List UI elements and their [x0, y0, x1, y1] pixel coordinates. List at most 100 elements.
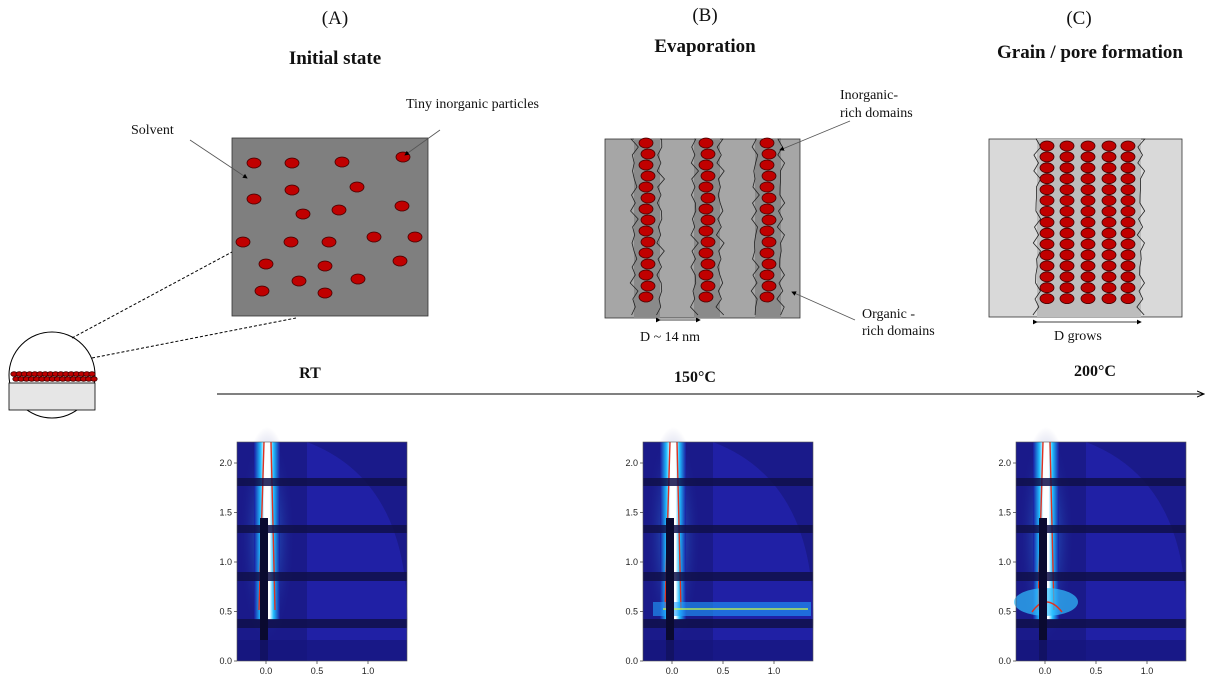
particle [638, 181, 654, 193]
domain-boundary [715, 138, 725, 316]
particle [1101, 216, 1117, 228]
particle [1120, 184, 1136, 196]
particle [1059, 282, 1075, 294]
particle [1080, 151, 1096, 163]
particle [366, 231, 382, 243]
detector-gap [237, 525, 407, 533]
particle [1039, 260, 1055, 272]
panel-b-domains [629, 137, 786, 318]
particle [1120, 260, 1136, 272]
particle [638, 247, 654, 259]
particle [395, 151, 411, 163]
particle [1120, 293, 1136, 305]
domain-boundary [629, 138, 639, 316]
particle [1080, 140, 1096, 152]
particle [1059, 238, 1075, 250]
plot-frame [1015, 441, 1187, 662]
particle [700, 280, 716, 292]
x-tick-label: 1.0 [1141, 666, 1154, 676]
particle [1059, 162, 1075, 174]
x-tick-label: 0.5 [717, 666, 730, 676]
particle [317, 260, 333, 272]
particle [759, 181, 775, 193]
detector-arc [1086, 442, 1187, 661]
particle [1080, 238, 1096, 250]
particle [761, 148, 777, 160]
particle [1039, 271, 1055, 283]
particle [759, 159, 775, 171]
panel-c-diagram [988, 138, 1183, 325]
particle [640, 148, 656, 160]
particle [1080, 205, 1096, 217]
particle [1039, 227, 1055, 239]
domain-boundary [656, 138, 666, 316]
particle [1039, 205, 1055, 217]
panel-c-letter: (C) [1066, 8, 1092, 29]
panel-b-letter: (B) [692, 5, 718, 26]
particle [1101, 151, 1117, 163]
particle [258, 258, 274, 270]
detector-gap [643, 619, 813, 628]
particle [1101, 271, 1117, 283]
particle [1101, 184, 1117, 196]
intensity-contour [270, 441, 276, 611]
y-tick-label: 0.5 [998, 607, 1011, 617]
particle [1059, 140, 1075, 152]
domain-boundary [1032, 138, 1042, 316]
horizon-shadow [1016, 640, 1186, 661]
y-tick-label: 1.0 [625, 557, 638, 567]
particle [1059, 173, 1075, 185]
particle [1059, 195, 1075, 206]
particle [700, 236, 716, 248]
organic-label-line2: rich domains [862, 324, 935, 339]
particle [698, 203, 714, 215]
particle [1059, 293, 1075, 305]
d-grows-label: D grows [1054, 329, 1102, 344]
detector-gap [1016, 572, 1186, 581]
particle [1039, 249, 1055, 261]
particle [1039, 184, 1055, 196]
particle [759, 291, 775, 303]
particle [1080, 249, 1096, 261]
beamstop [260, 518, 268, 661]
particle [1101, 227, 1117, 239]
y-tick-label: 1.0 [998, 557, 1011, 567]
particle [334, 156, 350, 168]
x-tick-label: 0.0 [260, 666, 273, 676]
panel-a-diagram [189, 129, 441, 317]
detector-gap [237, 478, 407, 486]
particle [1120, 162, 1136, 174]
particle [1101, 162, 1117, 174]
x-tick-label: 1.0 [362, 666, 375, 676]
particle [1120, 151, 1136, 163]
particle [1059, 205, 1075, 217]
particle [761, 280, 777, 292]
particle [759, 247, 775, 259]
intensity-contour [676, 441, 682, 611]
beamstop [666, 518, 674, 661]
detector-gap [643, 525, 813, 533]
particle [1101, 249, 1117, 261]
particle [1039, 238, 1055, 250]
particle [638, 225, 654, 237]
particle [1080, 173, 1096, 185]
particle [698, 225, 714, 237]
particle [1120, 195, 1136, 206]
particle [90, 376, 98, 382]
panel-b-title: Evaporation [654, 36, 756, 57]
y-tick-label: 2.0 [219, 458, 232, 468]
temp-200: 200°C [1074, 363, 1116, 380]
panel-a-letter: (A) [321, 8, 349, 29]
x-tick-label: 0.5 [311, 666, 324, 676]
particle [761, 192, 777, 204]
particle [1039, 293, 1055, 305]
particle [1120, 216, 1136, 228]
particle [1039, 162, 1055, 174]
particle [700, 170, 716, 182]
particle [1080, 282, 1096, 294]
particle [1120, 271, 1136, 283]
particle [1101, 173, 1117, 185]
particle [698, 291, 714, 303]
